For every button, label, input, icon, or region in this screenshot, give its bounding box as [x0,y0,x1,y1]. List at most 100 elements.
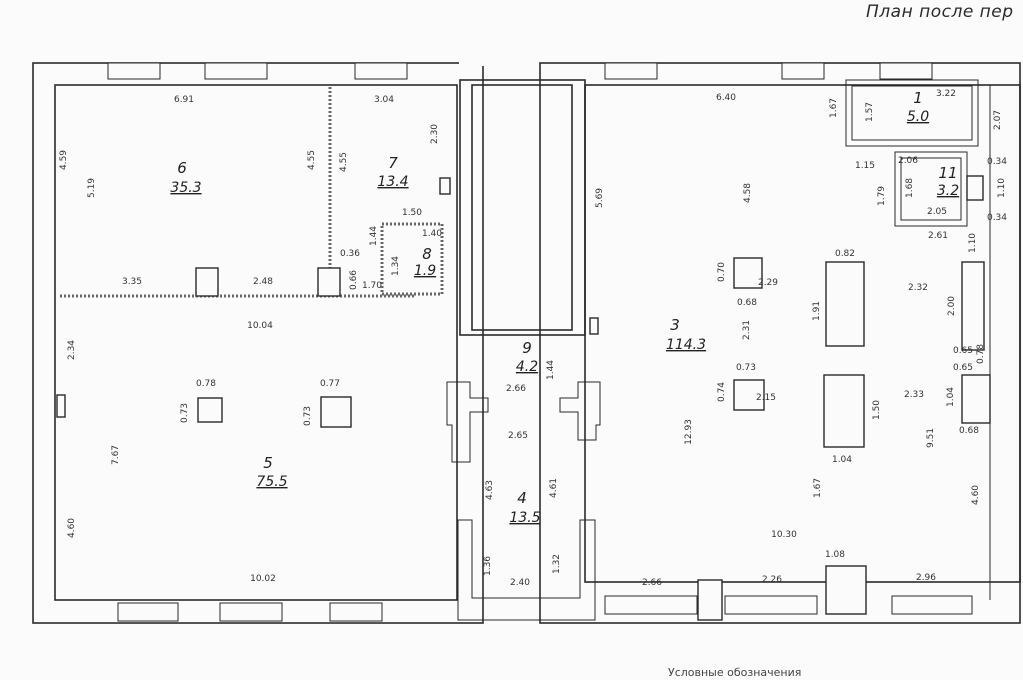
dimension-label: 1.70 [362,281,382,291]
room-area: 35.3 [170,180,201,196]
room-labels: 6 35.3 7 13.4 8 1.9 5 75.5 9 4.2 4 13.5 … [170,89,959,526]
dimension-label: 2.00 [947,296,957,316]
dimension-label: 1.10 [997,178,1007,198]
dimension-label: 0.34 [987,213,1007,223]
dimension-label: 4.59 [59,150,69,170]
dimension-label: 10.30 [771,530,797,540]
room-area: 5.0 [907,109,929,125]
dimension-label: 0.65 [953,346,973,356]
dimension-label: 10.02 [250,574,276,584]
dimension-label: 4.60 [971,485,981,505]
dimension-label: 2.40 [510,578,530,588]
dimension-label: 3.22 [936,89,956,99]
dimension-label: 6.91 [174,95,194,105]
dimension-label: 1.08 [825,550,845,560]
dimension-label: 1.50 [872,400,882,420]
dimension-label: 2.29 [758,278,778,288]
dimension-label: 6.40 [716,93,736,103]
dimension-label: 2.33 [904,390,924,400]
dimension-label: 0.66 [349,270,359,290]
dimension-label: 1.68 [905,178,915,198]
dimension-label: 12.93 [684,419,694,445]
room-area: 3.2 [937,183,959,199]
dimension-label: 0.74 [717,382,727,402]
dimension-label: 0.70 [717,262,727,282]
dimension-label: 2.30 [430,124,440,144]
room-number: 11 [938,164,957,182]
dimension-label: 1.32 [552,554,562,574]
room-area: 114.3 [666,337,706,353]
room-number: 3 [670,316,680,334]
dimension-label: 0.73 [736,363,756,373]
dimension-label: 10.04 [247,321,273,331]
dimension-label: 0.82 [835,249,855,259]
dimension-label: 4.58 [743,183,753,203]
dimension-label: 2.07 [993,110,1003,130]
dimension-label: 1.79 [877,186,887,206]
dimension-label: 1.04 [946,387,956,407]
dimension-label: 0.34 [987,157,1007,167]
dimension-label: 0.73 [303,406,313,426]
dimension-label: 2.96 [916,573,936,583]
room-area: 4.2 [516,359,538,375]
plan-title: План после пер [866,2,1014,22]
dimension-label: 1.50 [402,208,422,218]
dimension-label: 4.55 [307,150,317,170]
dimension-label: 2.34 [67,340,77,360]
dimension-label: 1.91 [812,301,822,321]
room-number: 1 [913,89,923,107]
dimension-label: 2.48 [253,277,273,287]
dimension-label: 0.78 [196,379,216,389]
room-area: 13.5 [509,510,540,526]
windows [107,62,973,622]
dimension-label: 2.66 [642,578,662,588]
dimension-label: 2.15 [756,393,776,403]
dimension-label: 2.61 [928,231,948,241]
dimension-label: 1.04 [832,455,852,465]
dimension-label: 1.40 [422,229,442,239]
dimension-label: 4.55 [339,152,349,172]
dimension-label: 0.73 [180,403,190,423]
room-number: 4 [517,489,527,507]
room-area: 13.4 [377,174,408,190]
dimension-label: 2.06 [898,156,918,166]
dimension-label: 2.26 [762,575,782,585]
dimension-label: 1.67 [813,478,823,498]
legend-caption: Условные обозначения [668,666,802,679]
dimension-label: 1.67 [829,98,839,118]
dimension-label: 1.10 [968,233,978,253]
dimension-label: 2.66 [506,384,526,394]
dimension-label: 0.78 [976,344,986,364]
room-number: 6 [177,159,187,177]
dimension-label: 0.68 [737,298,757,308]
dimension-label: 0.36 [340,249,360,259]
room-number: 8 [422,245,432,263]
dimension-label: 1.15 [855,161,875,171]
dimension-label: 0.65 [953,363,973,373]
dimension-label: 4.63 [485,480,495,500]
dimension-label: 1.57 [865,102,875,122]
room-area: 75.5 [256,474,287,490]
dimension-label: 5.19 [87,178,97,198]
dimension-label: 2.05 [927,207,947,217]
dimension-label: 1.36 [483,556,493,576]
dimension-label: 9.51 [926,428,936,448]
room-number: 5 [263,454,273,472]
dimension-label: 2.31 [742,320,752,340]
dimension-label: 3.35 [122,277,142,287]
dimension-label: 1.44 [369,226,379,246]
dimension-label: 5.69 [595,188,605,208]
room-number: 9 [522,339,532,357]
columns [56,177,991,621]
dimension-label: 0.77 [320,379,340,389]
dimension-label: 1.34 [391,256,401,276]
dimension-label: 7.67 [111,445,121,465]
dimension-label: 2.65 [508,431,528,441]
dimension-label: 4.61 [549,478,559,498]
dimension-label: 1.44 [546,360,556,380]
dimension-label: 0.68 [959,426,979,436]
room-number: 7 [388,154,398,172]
walls [32,62,1021,624]
